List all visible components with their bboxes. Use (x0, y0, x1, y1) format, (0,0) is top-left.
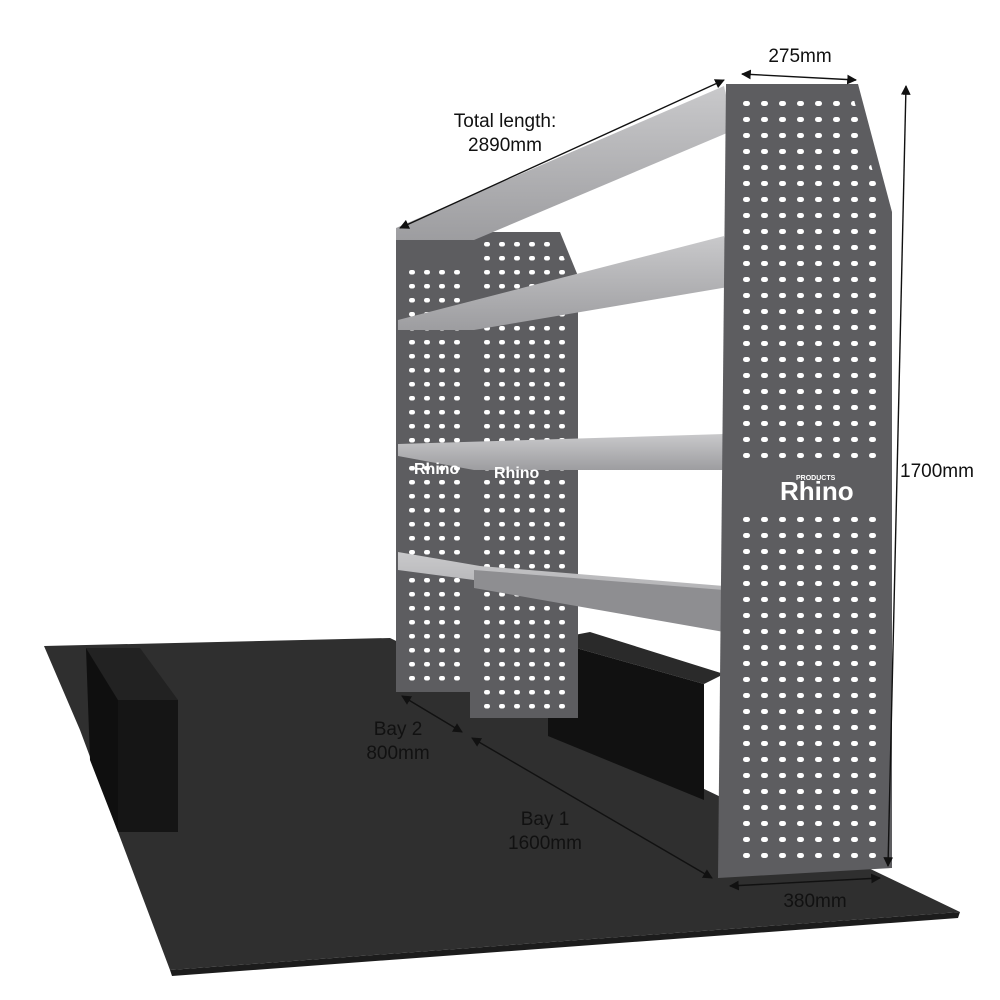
shelf-3 (398, 434, 734, 470)
label-depth-top: 275mm (755, 45, 845, 69)
dimension-line-bay1 (471, 737, 713, 879)
rhino-logo-front: Rhino (780, 476, 854, 506)
label-total-length: Total length: 2890mm (430, 110, 580, 158)
label-total-length-title: Total length: (453, 111, 557, 132)
rhino-logo-divider: Rhino (494, 465, 540, 482)
label-height: 1700mm (900, 460, 996, 484)
wheel-arch-left-side (86, 648, 118, 832)
dimension-line-depth-top (741, 69, 857, 85)
label-depth-top-value: 275mm (768, 46, 832, 67)
dimension-line-bay2 (401, 695, 463, 733)
dimension-line-height (883, 85, 911, 867)
van-floor-edge (170, 912, 960, 976)
shelf-bottom-lip (474, 570, 724, 632)
label-depth-bottom: 380mm (770, 890, 860, 914)
dimension-line-depth-bottom (729, 873, 881, 891)
end-panel-front-holes-lower (738, 512, 884, 868)
rhino-logo-back: Rhino (414, 461, 460, 478)
wheel-arch-left-top (86, 648, 178, 700)
dimension-line-total-length (399, 79, 725, 229)
wheel-arch-right-top (548, 632, 724, 684)
label-bay1: Bay 1 1600mm (490, 808, 600, 856)
label-depth-bottom-value: 380mm (783, 891, 847, 912)
label-total-length-value: 2890mm (468, 135, 542, 156)
label-bay2: Bay 2 800mm (348, 718, 448, 766)
label-height-value: 1700mm (900, 461, 974, 482)
label-bay1-title: Bay 1 (520, 809, 570, 830)
wheel-arch-left-front (118, 700, 178, 832)
label-bay2-value: 800mm (366, 743, 430, 764)
end-panel-back-holes (400, 262, 468, 682)
label-bay2-title: Bay 2 (373, 719, 423, 740)
label-bay1-value: 1600mm (508, 833, 582, 854)
end-panel-front-holes-upper (738, 92, 884, 460)
rhino-logo-front-subtext: PRODUCTS (796, 475, 836, 482)
shelf-2 (398, 236, 734, 330)
